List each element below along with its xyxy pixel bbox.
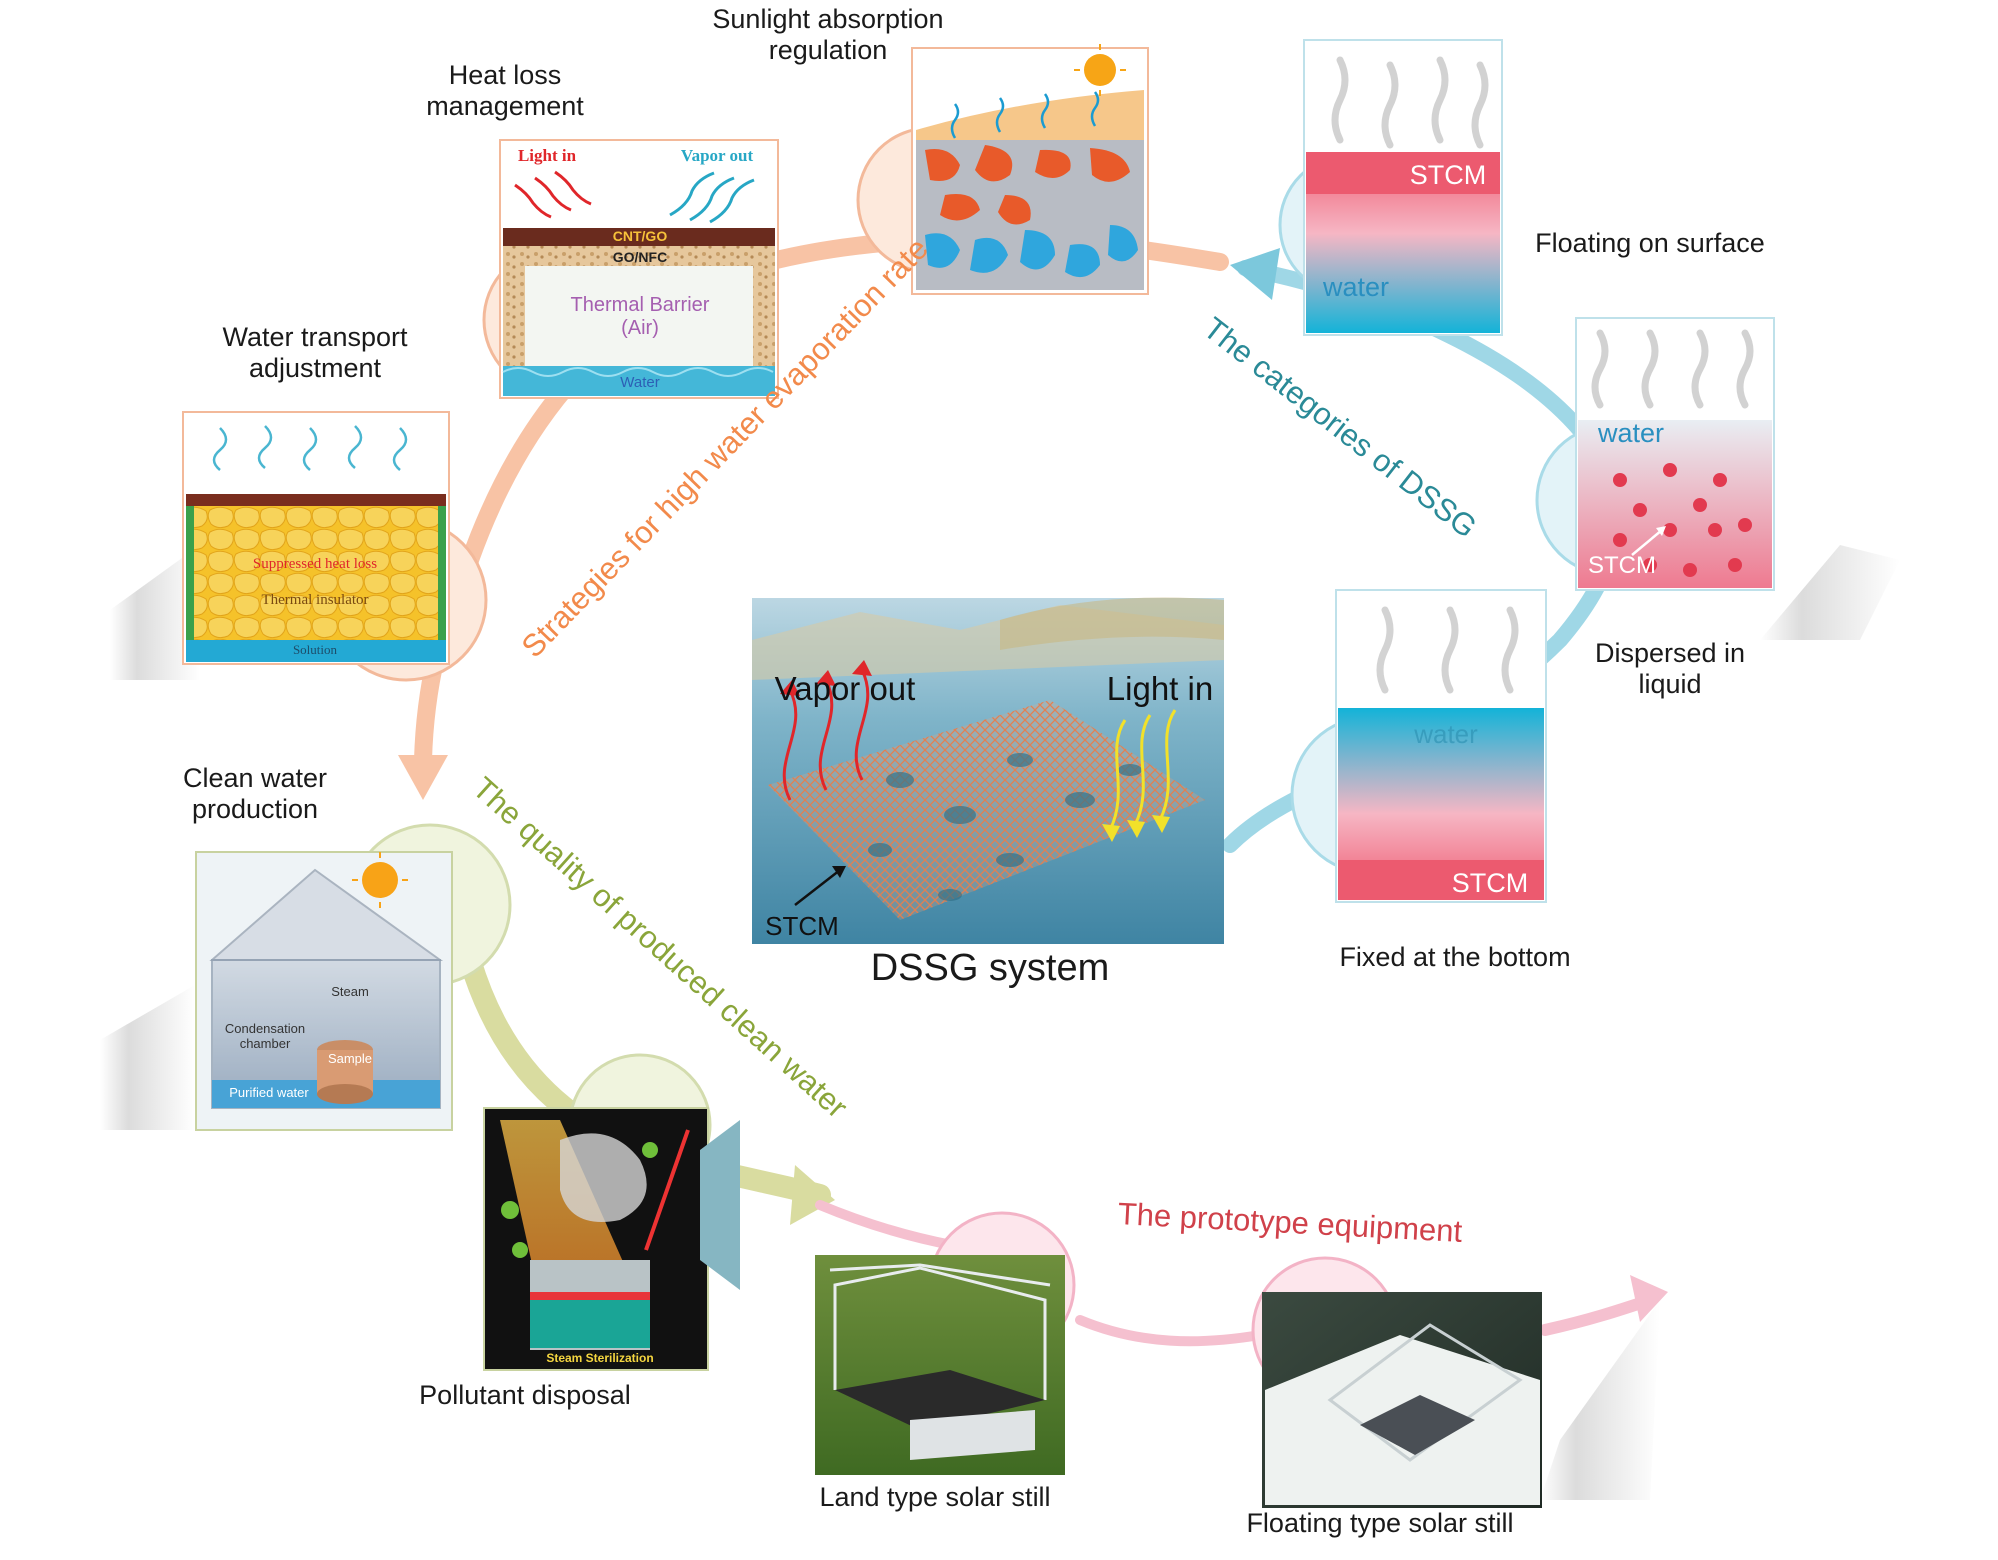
- dssg-system-image: [752, 597, 1224, 944]
- floating-surface-label: Floating on surface: [1535, 228, 1765, 258]
- still-purified: Purified water: [229, 1085, 309, 1100]
- heat-panel-light-in: Light in: [517, 146, 577, 165]
- heat-panel-water: Water: [620, 374, 660, 391]
- transport-suppressed: Suppressed heat loss: [252, 556, 378, 572]
- center-vapor-out-label: Vapor out: [774, 670, 916, 707]
- sunlight-panel: [911, 44, 1149, 295]
- prototype-arc-3: [1539, 1294, 1656, 1336]
- fixed-panel: [1335, 589, 1547, 903]
- heat-panel-vapor-out: Vapor out: [680, 146, 754, 165]
- dispersed-water: water: [1597, 418, 1665, 448]
- fixed-bottom-label: Fixed at the bottom: [1339, 942, 1571, 972]
- center-light-in-label: Light in: [1106, 670, 1214, 707]
- still-steam: Steam: [331, 984, 369, 999]
- quality-arrow-head: [790, 1165, 835, 1225]
- floating-water: water: [1322, 272, 1390, 302]
- still-sample: Sample: [327, 1051, 373, 1066]
- transport-insulator: Thermal insulator: [261, 592, 369, 608]
- water-transport-panel: [182, 411, 450, 665]
- light-arrows: [1108, 709, 1177, 831]
- drop-shadows: [100, 545, 1900, 1500]
- heat-loss-panel: [499, 139, 779, 399]
- floating-still-label: Floating type solar still: [1246, 1508, 1514, 1538]
- dispersed-stcm: STCM: [1588, 552, 1656, 579]
- heat-panel-layer1: CNT/GO: [612, 228, 668, 244]
- clean-water-panel: [195, 851, 453, 1131]
- land-still-label: Land type solar still: [819, 1482, 1051, 1512]
- pollutant-label: Pollutant disposal: [419, 1380, 631, 1410]
- floating-panel: [1303, 39, 1503, 336]
- pollutant-panel: [483, 1107, 740, 1371]
- center-stcm-label: STCM: [765, 911, 839, 941]
- categories-arrow-head: [1230, 248, 1280, 300]
- vapor-arrows: [782, 669, 870, 801]
- pollutant-sterilization: Steam Sterilization: [546, 1351, 654, 1365]
- heat-panel-layer2: GO/NFC: [612, 249, 668, 265]
- dispersed-panel: [1575, 317, 1775, 591]
- transport-bottom: Solution: [292, 642, 338, 657]
- fixed-water: water: [1414, 719, 1478, 749]
- prototype-arc-2: [1075, 1315, 1265, 1347]
- fixed-stcm: STCM: [1451, 868, 1529, 898]
- strategies-arrow-head: [398, 755, 448, 800]
- floating-stcm: STCM: [1409, 160, 1487, 190]
- prototype-arrow-head: [1630, 1275, 1668, 1322]
- heat-panel-barrier: Thermal Barrier(Air): [570, 294, 710, 339]
- land-still-panel: [815, 1255, 1065, 1475]
- center-caption: DSSG system: [870, 947, 1110, 989]
- floating-still-panel: [1262, 1292, 1542, 1508]
